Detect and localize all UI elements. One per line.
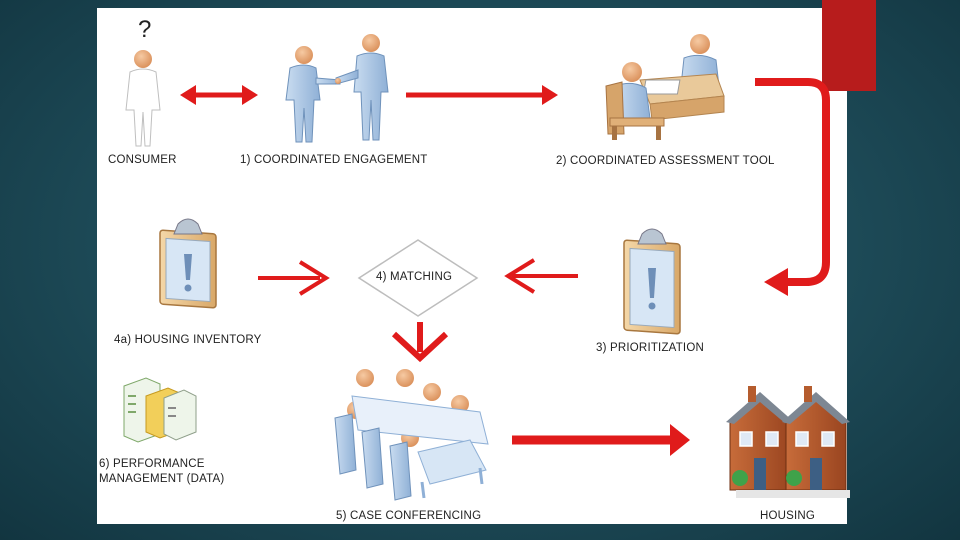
person-icon: [125, 50, 161, 147]
consumer-label: CONSUMER: [108, 154, 177, 166]
inventory-label: 4a) HOUSING INVENTORY: [114, 334, 262, 346]
servers-icon: [123, 377, 197, 443]
assessment-label: 2) COORDINATED ASSESSMENT TOOL: [556, 155, 775, 167]
clipboard-icon: [159, 218, 217, 309]
engagement-label: 1) COORDINATED ENGAGEMENT: [240, 154, 428, 166]
arrow-assessment-prioritization: [755, 78, 830, 296]
performance-label-line1: 6) PERFORMANCE: [99, 458, 205, 470]
performance-label-line2: MANAGEMENT (DATA): [99, 473, 225, 485]
clipboard-icon: [623, 228, 681, 335]
arrow-case-conferencing-housing: [512, 424, 690, 456]
arrow-prioritization-matching: [504, 258, 578, 294]
case-conferencing-label: 5) CASE CONFERENCING: [336, 510, 482, 522]
arrow-matching-case-conferencing: [391, 322, 449, 363]
houses-icon: [726, 386, 850, 498]
matching-label: 4) MATCHING: [376, 271, 453, 283]
desk-meeting-icon: [605, 34, 725, 140]
arrow-consumer-engagement: [180, 85, 258, 105]
matching-diamond: [357, 239, 479, 317]
corner-accent-bar: [822, 0, 876, 91]
arrow-inventory-matching: [258, 260, 330, 296]
arrow-engagement-assessment: [406, 85, 558, 105]
conference-table-icon: [334, 369, 489, 501]
handshake-icon: [285, 34, 389, 143]
question-mark: ?: [138, 16, 152, 43]
prioritization-label: 3) PRIORITIZATION: [596, 342, 704, 354]
housing-label: HOUSING: [760, 510, 816, 522]
